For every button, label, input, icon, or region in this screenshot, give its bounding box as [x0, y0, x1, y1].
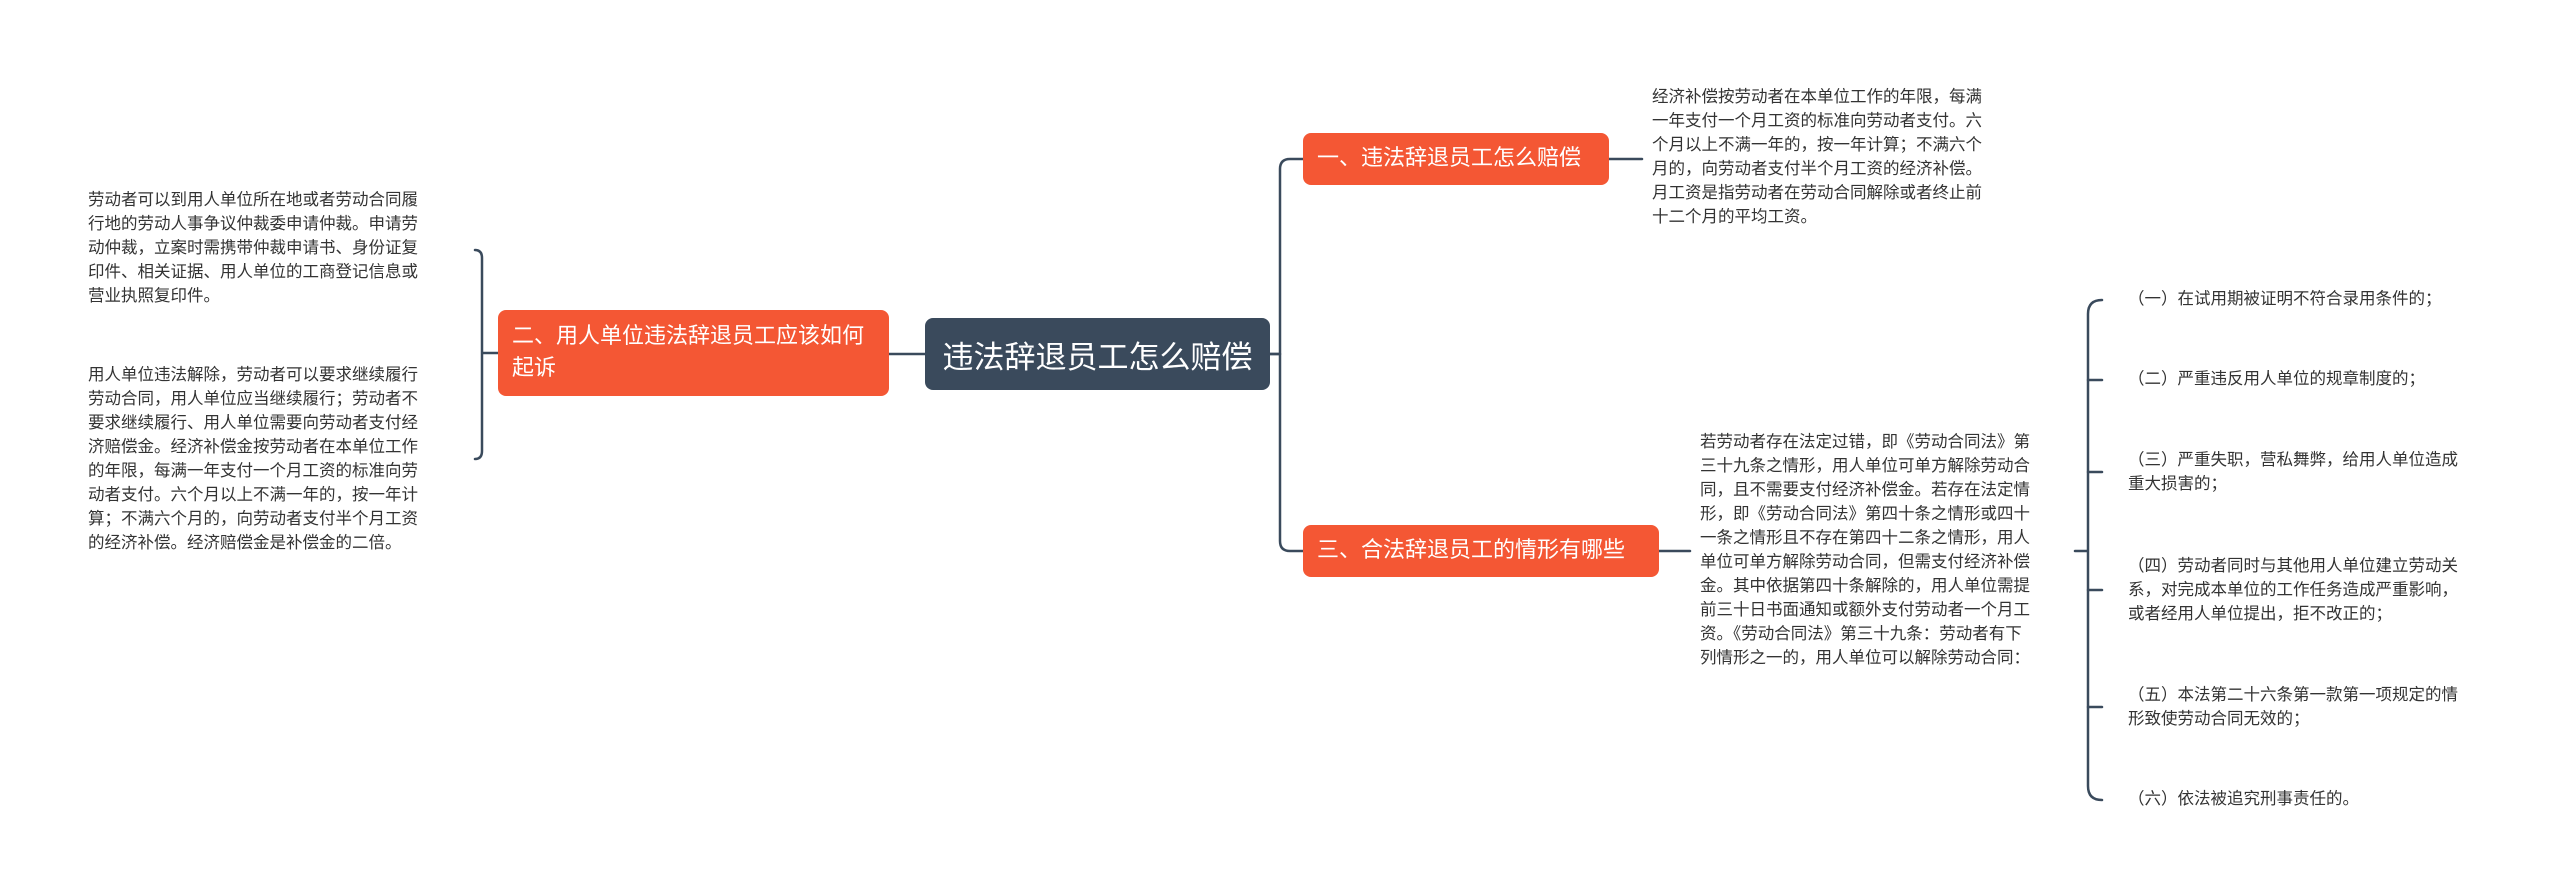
branch-topic-2[interactable]: 二、用人单位违法辞退员工应该如何起诉 — [498, 310, 889, 396]
root-topic[interactable]: 违法辞退员工怎么赔偿 — [925, 318, 1270, 390]
branch-2-note-arbitration: 劳动者可以到用人单位所在地或者劳动合同履 行地的劳动人事争议仲裁委申请仲裁。申请… — [88, 190, 418, 305]
root-topic-label: 违法辞退员工怎么赔偿 — [942, 339, 1253, 376]
branch-1-note: 经济补偿按劳动者在本单位工作的年限，每满 一年支付一个月工资的标准向劳动者支付。… — [1652, 87, 1982, 226]
branch-3-item-5: （五）本法第二十六条第一款第一项规定的情 形致使劳动合同无效的； — [2128, 685, 2458, 728]
branch-topic-2-label: 二、用人单位违法辞退员工应该如何起诉 — [512, 324, 865, 381]
branch-3-item-3: （三）严重失职，营私舞弊，给用人单位造成 重大损害的； — [2128, 450, 2458, 493]
branch-2-note-compensation: 用人单位违法解除，劳动者可以要求继续履行 劳动合同，用人单位应当继续履行；劳动者… — [88, 365, 418, 552]
connector-root-branch-3 — [1268, 352, 1305, 553]
branch-topic-3-label: 三、合法辞退员工的情形有哪些 — [1317, 538, 1626, 563]
connector-note-3-items — [2073, 298, 2104, 802]
branch-topic-1[interactable]: 一、违法辞退员工怎么赔偿 — [1303, 133, 1609, 185]
branch-3-item-2: （二）严重违反用人单位的规章制度的； — [2128, 369, 2425, 388]
branch-3-item-4: （四）劳动者同时与其他用人单位建立劳动关 系，对完成本单位的工作任务造成严重影响… — [2128, 556, 2458, 623]
branch-3-note: 若劳动者存在法定过错，即《劳动合同法》第 三十九条之情形，用人单位可单方解除劳动… — [1700, 432, 2030, 667]
branch-topic-3[interactable]: 三、合法辞退员工的情形有哪些 — [1303, 525, 1659, 577]
branch-3-item-1: （一）在试用期被证明不符合录用条件的； — [2128, 289, 2442, 308]
connector-root-branch-1 — [1268, 157, 1305, 356]
connector-branch-2-notes — [473, 248, 500, 461]
branch-3-item-6: （六）依法被追究刑事责任的。 — [2128, 789, 2359, 808]
branch-topic-1-label: 一、违法辞退员工怎么赔偿 — [1317, 146, 1582, 171]
